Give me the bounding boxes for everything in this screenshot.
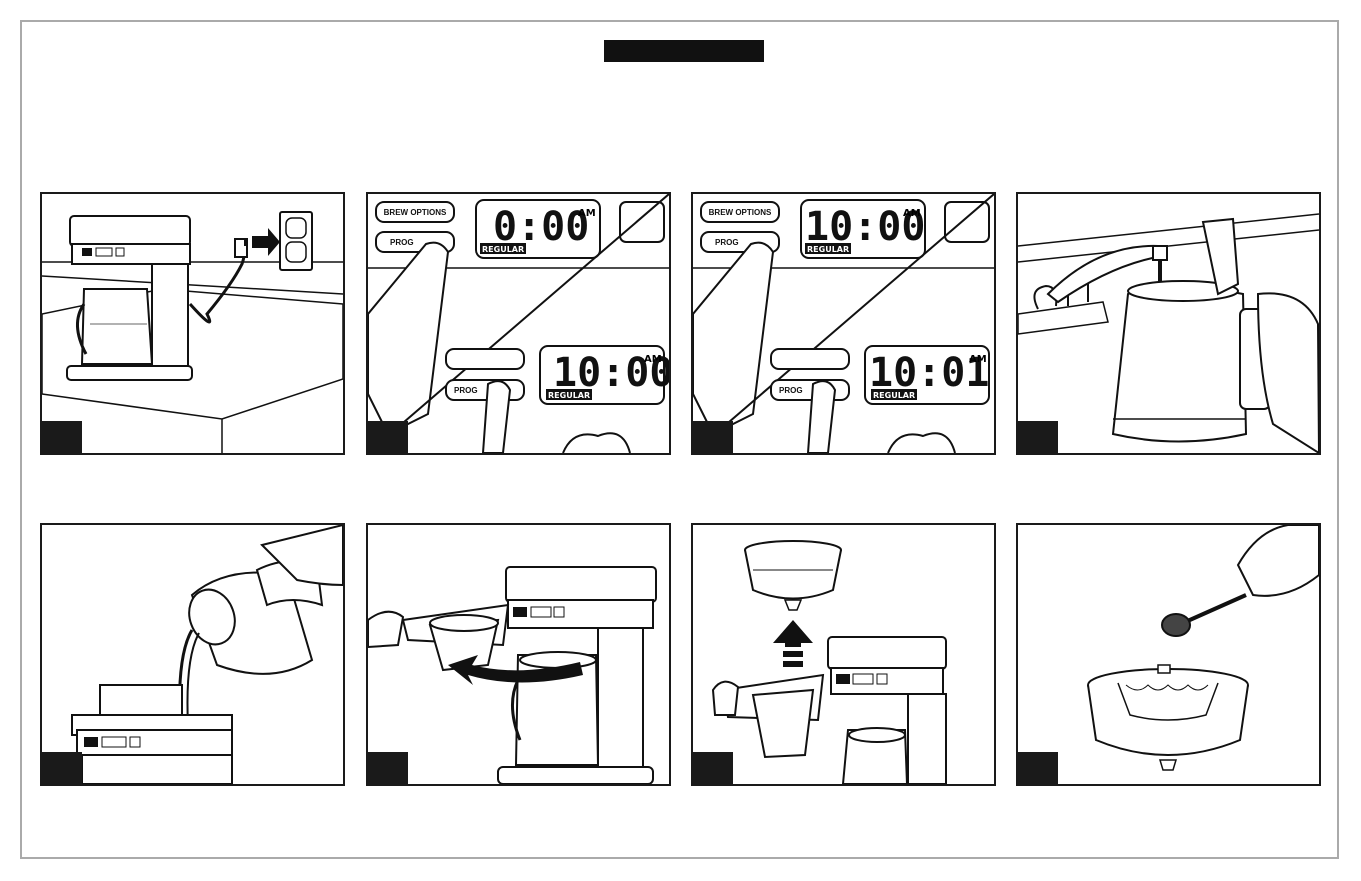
step-number-badge: [42, 421, 82, 453]
panel-plug-in: [40, 192, 345, 455]
step-number-badge: [42, 752, 82, 784]
prog-label-bottom: PROG: [779, 386, 803, 395]
clock-set-minute-illustration: BREW OPTIONS PROG 10:00 AM REGULAR PROG …: [693, 194, 994, 453]
mode-label-top: REGULAR: [807, 245, 849, 254]
fill-carafe-illustration: [1018, 194, 1319, 453]
brew-options-label: BREW OPTIONS: [709, 208, 772, 217]
pour-water-illustration: [42, 525, 343, 784]
clock-set-hour-illustration: BREW OPTIONS PROG 0:00 AM REGULAR PROG 1…: [368, 194, 669, 453]
prog-label: PROG: [390, 238, 414, 247]
mode-label-top: REGULAR: [482, 245, 524, 254]
step-number-badge: [368, 421, 408, 453]
prog-label: PROG: [715, 238, 739, 247]
step-number-badge: [693, 752, 733, 784]
panel-set-minute: BREW OPTIONS PROG 10:00 AM REGULAR PROG …: [691, 192, 996, 455]
remove-basket-illustration: [693, 525, 994, 784]
panel-fill-carafe: [1016, 192, 1321, 455]
step-number-badge: [368, 752, 408, 784]
ampm-indicator-top: AM: [903, 208, 921, 219]
ampm-indicator-top: AM: [578, 208, 596, 219]
prog-label-bottom: PROG: [454, 386, 478, 395]
mode-label-bottom: REGULAR: [873, 391, 915, 400]
panel-add-coffee: [1016, 523, 1321, 786]
step-number-badge: [693, 421, 733, 453]
ampm-indicator-bottom: AM: [969, 354, 987, 365]
panel-remove-basket: [691, 523, 996, 786]
step-number-badge: [1018, 421, 1058, 453]
ampm-indicator-bottom: AM: [644, 354, 662, 365]
step-number-badge: [1018, 752, 1058, 784]
section-header-bar: [604, 40, 764, 62]
add-coffee-illustration: [1018, 525, 1319, 784]
panel-set-hour: BREW OPTIONS PROG 0:00 AM REGULAR PROG 1…: [366, 192, 671, 455]
open-basket-illustration: [368, 525, 669, 784]
arrow-up-icon: [773, 620, 813, 667]
arrow-right-icon: [244, 228, 280, 256]
coffee-maker-plug-illustration: [42, 194, 343, 453]
brew-options-label: BREW OPTIONS: [384, 208, 447, 217]
panel-pour-water: [40, 523, 345, 786]
mode-label-bottom: REGULAR: [548, 391, 590, 400]
panel-open-basket: [366, 523, 671, 786]
